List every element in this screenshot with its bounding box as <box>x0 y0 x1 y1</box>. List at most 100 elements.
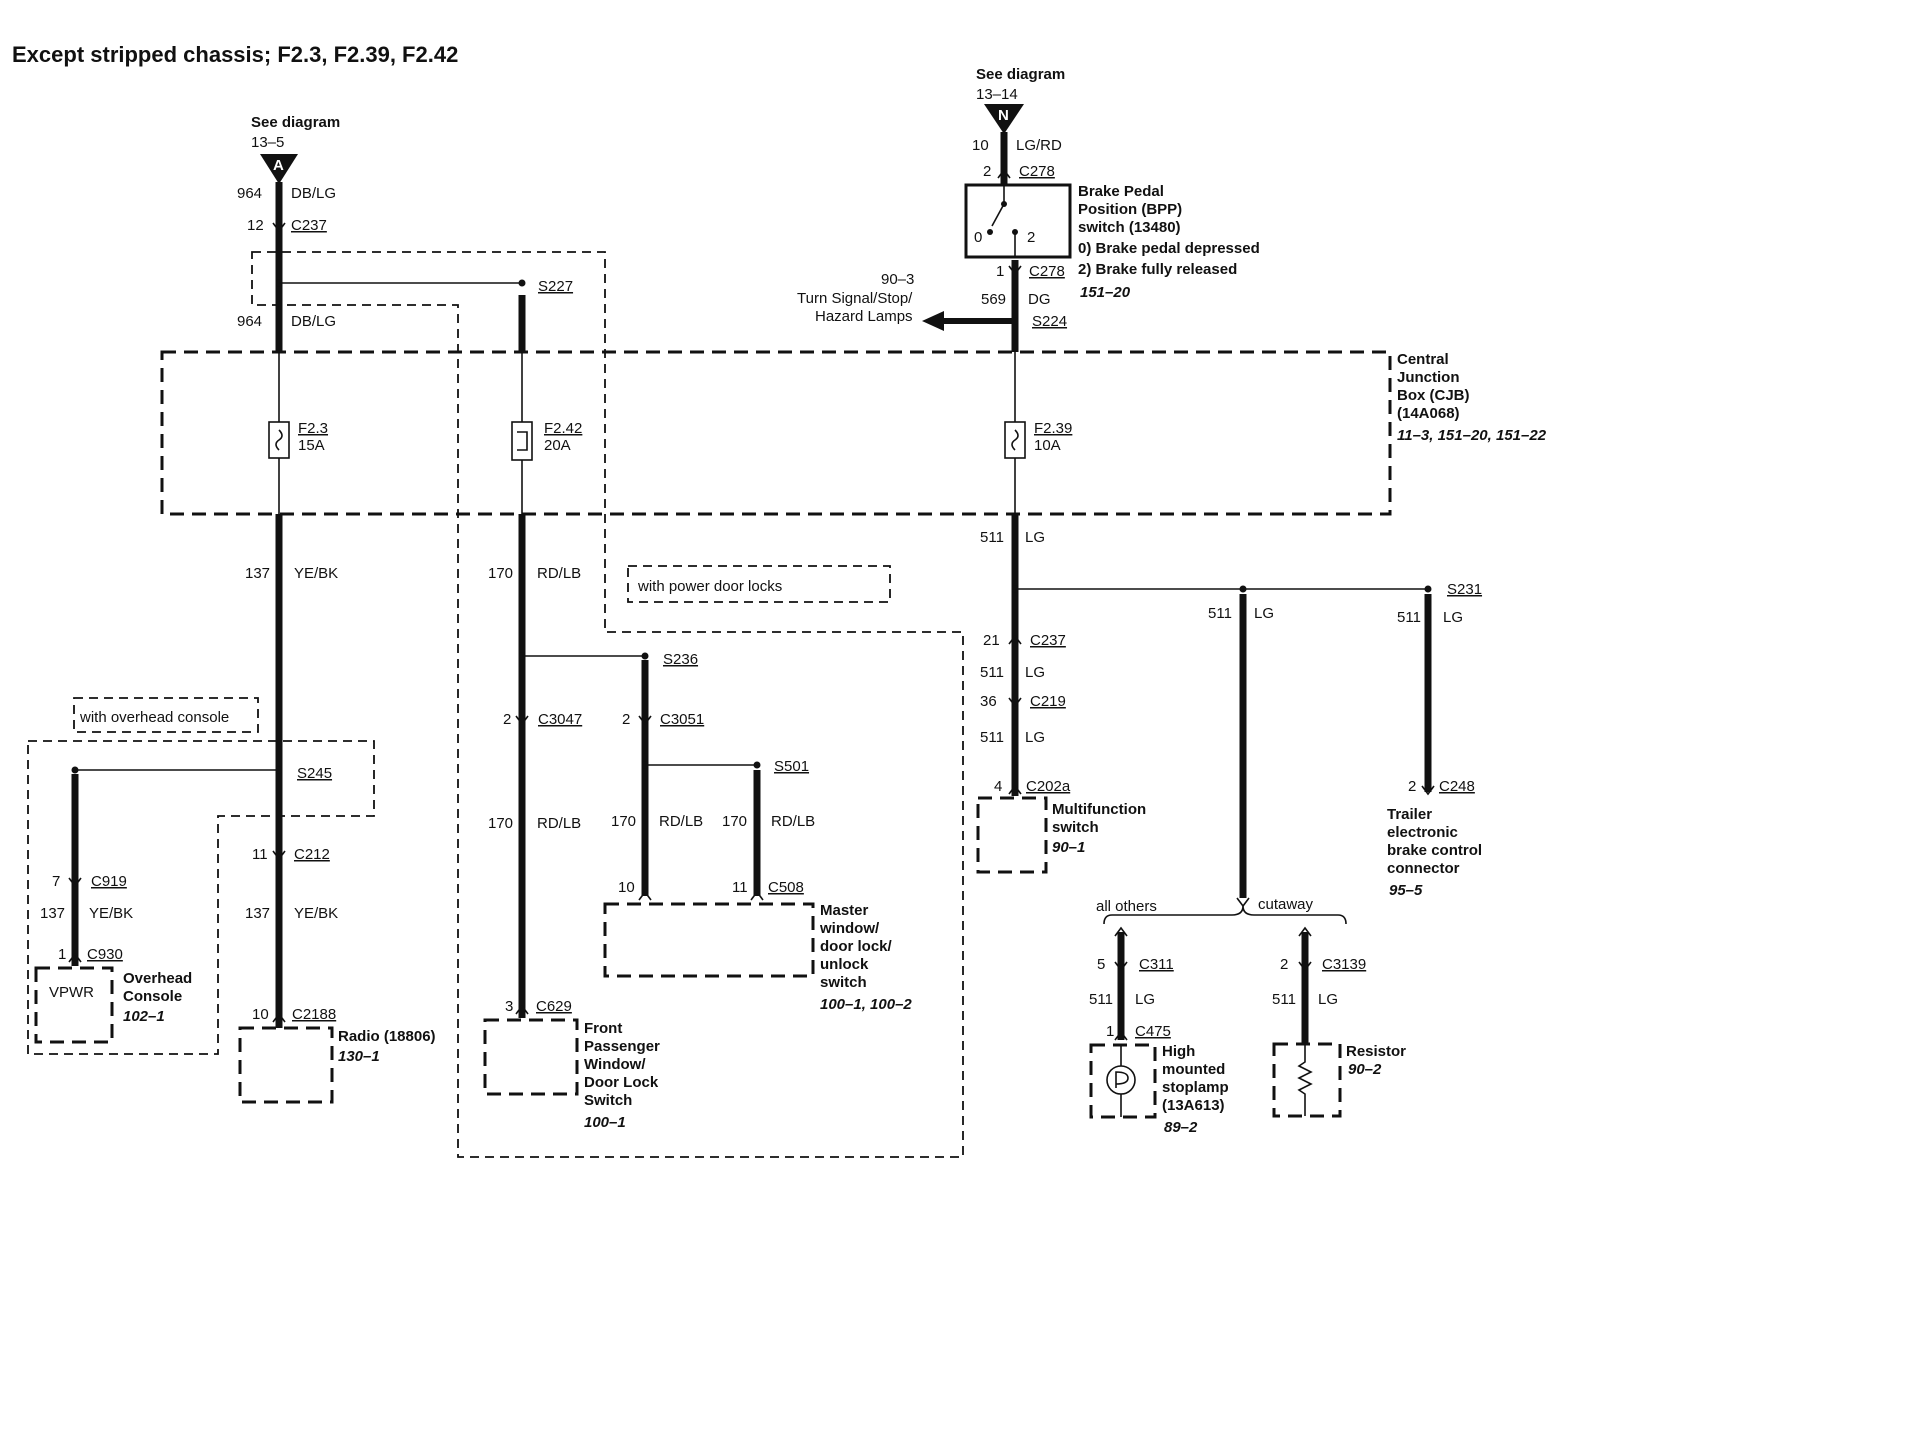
c237a-label: C237 <box>291 217 327 234</box>
c629-pin: 3 <box>505 998 513 1015</box>
overhead-label-1: Overhead <box>123 970 192 987</box>
bpp-label-3: switch (13480) <box>1078 219 1181 236</box>
w170c-num: 170 <box>611 813 636 830</box>
ref-a-page: 13–5 <box>251 134 284 151</box>
w511f-num: 511 <box>1089 991 1113 1008</box>
w170a-color: RD/LB <box>537 565 581 582</box>
stoplamp-label-4: (13A613) <box>1162 1097 1225 1114</box>
s501-label: S501 <box>774 758 809 775</box>
c2188-label: C2188 <box>292 1006 336 1023</box>
front-pass-ref: 100–1 <box>584 1114 626 1131</box>
c237b-label: C237 <box>1030 632 1066 649</box>
splice-dot <box>1424 585 1432 593</box>
c508-label: C508 <box>768 879 804 896</box>
c919-connector-icon <box>68 877 82 888</box>
c278b-pin: 1 <box>996 263 1004 280</box>
connector-ref-n-icon <box>984 104 1024 134</box>
power-door-locks-tag <box>627 565 891 603</box>
c475-pin: 1 <box>1106 1023 1114 1040</box>
c919-label: C919 <box>91 873 127 890</box>
w170b-num: 170 <box>488 815 513 832</box>
ref-a-see: See diagram <box>251 114 340 131</box>
vpwr-label: VPWR <box>49 984 94 1001</box>
c278a-pin: 2 <box>983 163 991 180</box>
c508-pin11-icon <box>750 890 764 901</box>
branch-split-icon <box>1236 897 1250 908</box>
c930-label: C930 <box>87 946 123 963</box>
power-door-locks-label: with power door locks <box>637 578 782 595</box>
turn-signal-arrow-icon <box>922 311 944 331</box>
w511f-color: LG <box>1135 991 1155 1008</box>
w511e-num: 511 <box>1397 609 1421 626</box>
c248-label: C248 <box>1439 778 1475 795</box>
c3139-top-icon <box>1298 926 1312 937</box>
c212-pin: 11 <box>252 846 268 863</box>
multifunction-label-2: switch <box>1052 819 1099 836</box>
trailer-ref: 95–5 <box>1389 882 1423 899</box>
trailer-label-3: brake control <box>1387 842 1482 859</box>
w964b-num: 964 <box>237 313 262 330</box>
wiring-diagram: Except stripped chassis; F2.3, F2.39, F2… <box>12 42 1547 1158</box>
c278a-label: C278 <box>1019 163 1055 180</box>
f242-label: F2.42 <box>544 420 582 437</box>
c930-connector-icon <box>68 952 82 963</box>
w511d-color: LG <box>1254 605 1274 622</box>
c202a-label: C202a <box>1026 778 1071 795</box>
bpp-contact-0 <box>987 229 993 235</box>
bpp-label-1: Brake Pedal <box>1078 183 1164 200</box>
c3051-label: C3051 <box>660 711 704 728</box>
cjb-ref: 11–3, 151–20, 151–22 <box>1397 427 1547 444</box>
master-ref: 100–1, 100–2 <box>820 996 912 1013</box>
w170c-color: RD/LB <box>659 813 703 830</box>
bulb-filament <box>1115 1071 1129 1088</box>
w137a-color: YE/BK <box>294 565 338 582</box>
overhead-console-option-label: with overhead console <box>79 709 229 726</box>
bpp-label-2: Position (BPP) <box>1078 201 1182 218</box>
w170b-color: RD/LB <box>537 815 581 832</box>
fuse-f23-element <box>275 429 283 451</box>
fuse-f239-element <box>1011 429 1019 451</box>
s236-label: S236 <box>663 651 698 668</box>
splice-dot <box>71 766 79 774</box>
overhead-console-region <box>27 740 375 1055</box>
bulb-icon <box>1106 1065 1136 1095</box>
front-pass-label-4: Door Lock <box>584 1074 659 1091</box>
master-switch-box <box>603 902 815 978</box>
w511d-num: 511 <box>1208 605 1232 622</box>
turn-ref: 90–3 <box>881 271 914 288</box>
cutaway-label: cutaway <box>1258 896 1314 913</box>
stoplamp-ref: 89–2 <box>1164 1119 1198 1136</box>
all-others-label: all others <box>1096 898 1157 915</box>
turn-label-2: Hazard Lamps <box>815 308 913 325</box>
w511b-num: 511 <box>980 664 1004 681</box>
w511c-color: LG <box>1025 729 1045 746</box>
w137b-color: YE/BK <box>89 905 133 922</box>
c930-pin: 1 <box>58 946 66 963</box>
bpp-switch-arm-icon <box>991 203 1005 227</box>
radio-box <box>238 1026 334 1104</box>
overhead-label-2: Console <box>123 988 182 1005</box>
c3139-label: C3139 <box>1322 956 1366 973</box>
w10-num: 10 <box>972 137 989 154</box>
c3051-pin: 2 <box>622 711 630 728</box>
c629-label: C629 <box>536 998 572 1015</box>
resistor-box <box>1272 1042 1342 1118</box>
w170a-num: 170 <box>488 565 513 582</box>
c2188-pin: 10 <box>252 1006 269 1023</box>
resistor-icon <box>1297 1044 1313 1116</box>
f239-label: F2.39 <box>1034 420 1072 437</box>
branch-brace-icon <box>1103 905 1347 925</box>
front-pass-label-5: Switch <box>584 1092 632 1109</box>
connector-ref-a-icon <box>260 154 298 184</box>
master-label-5: switch <box>820 974 867 991</box>
c311-top-icon <box>1114 926 1128 937</box>
bpp-ref: 151–20 <box>1080 284 1131 301</box>
c3139-connector-icon <box>1298 961 1312 972</box>
w964a-num: 964 <box>237 185 262 202</box>
c508-pin10-icon <box>638 890 652 901</box>
multifunction-switch-box <box>976 796 1048 874</box>
stoplamp-label-3: stoplamp <box>1162 1079 1229 1096</box>
cjb-box <box>160 350 1392 516</box>
w511g-color: LG <box>1318 991 1338 1008</box>
w569-color: DG <box>1028 291 1051 308</box>
